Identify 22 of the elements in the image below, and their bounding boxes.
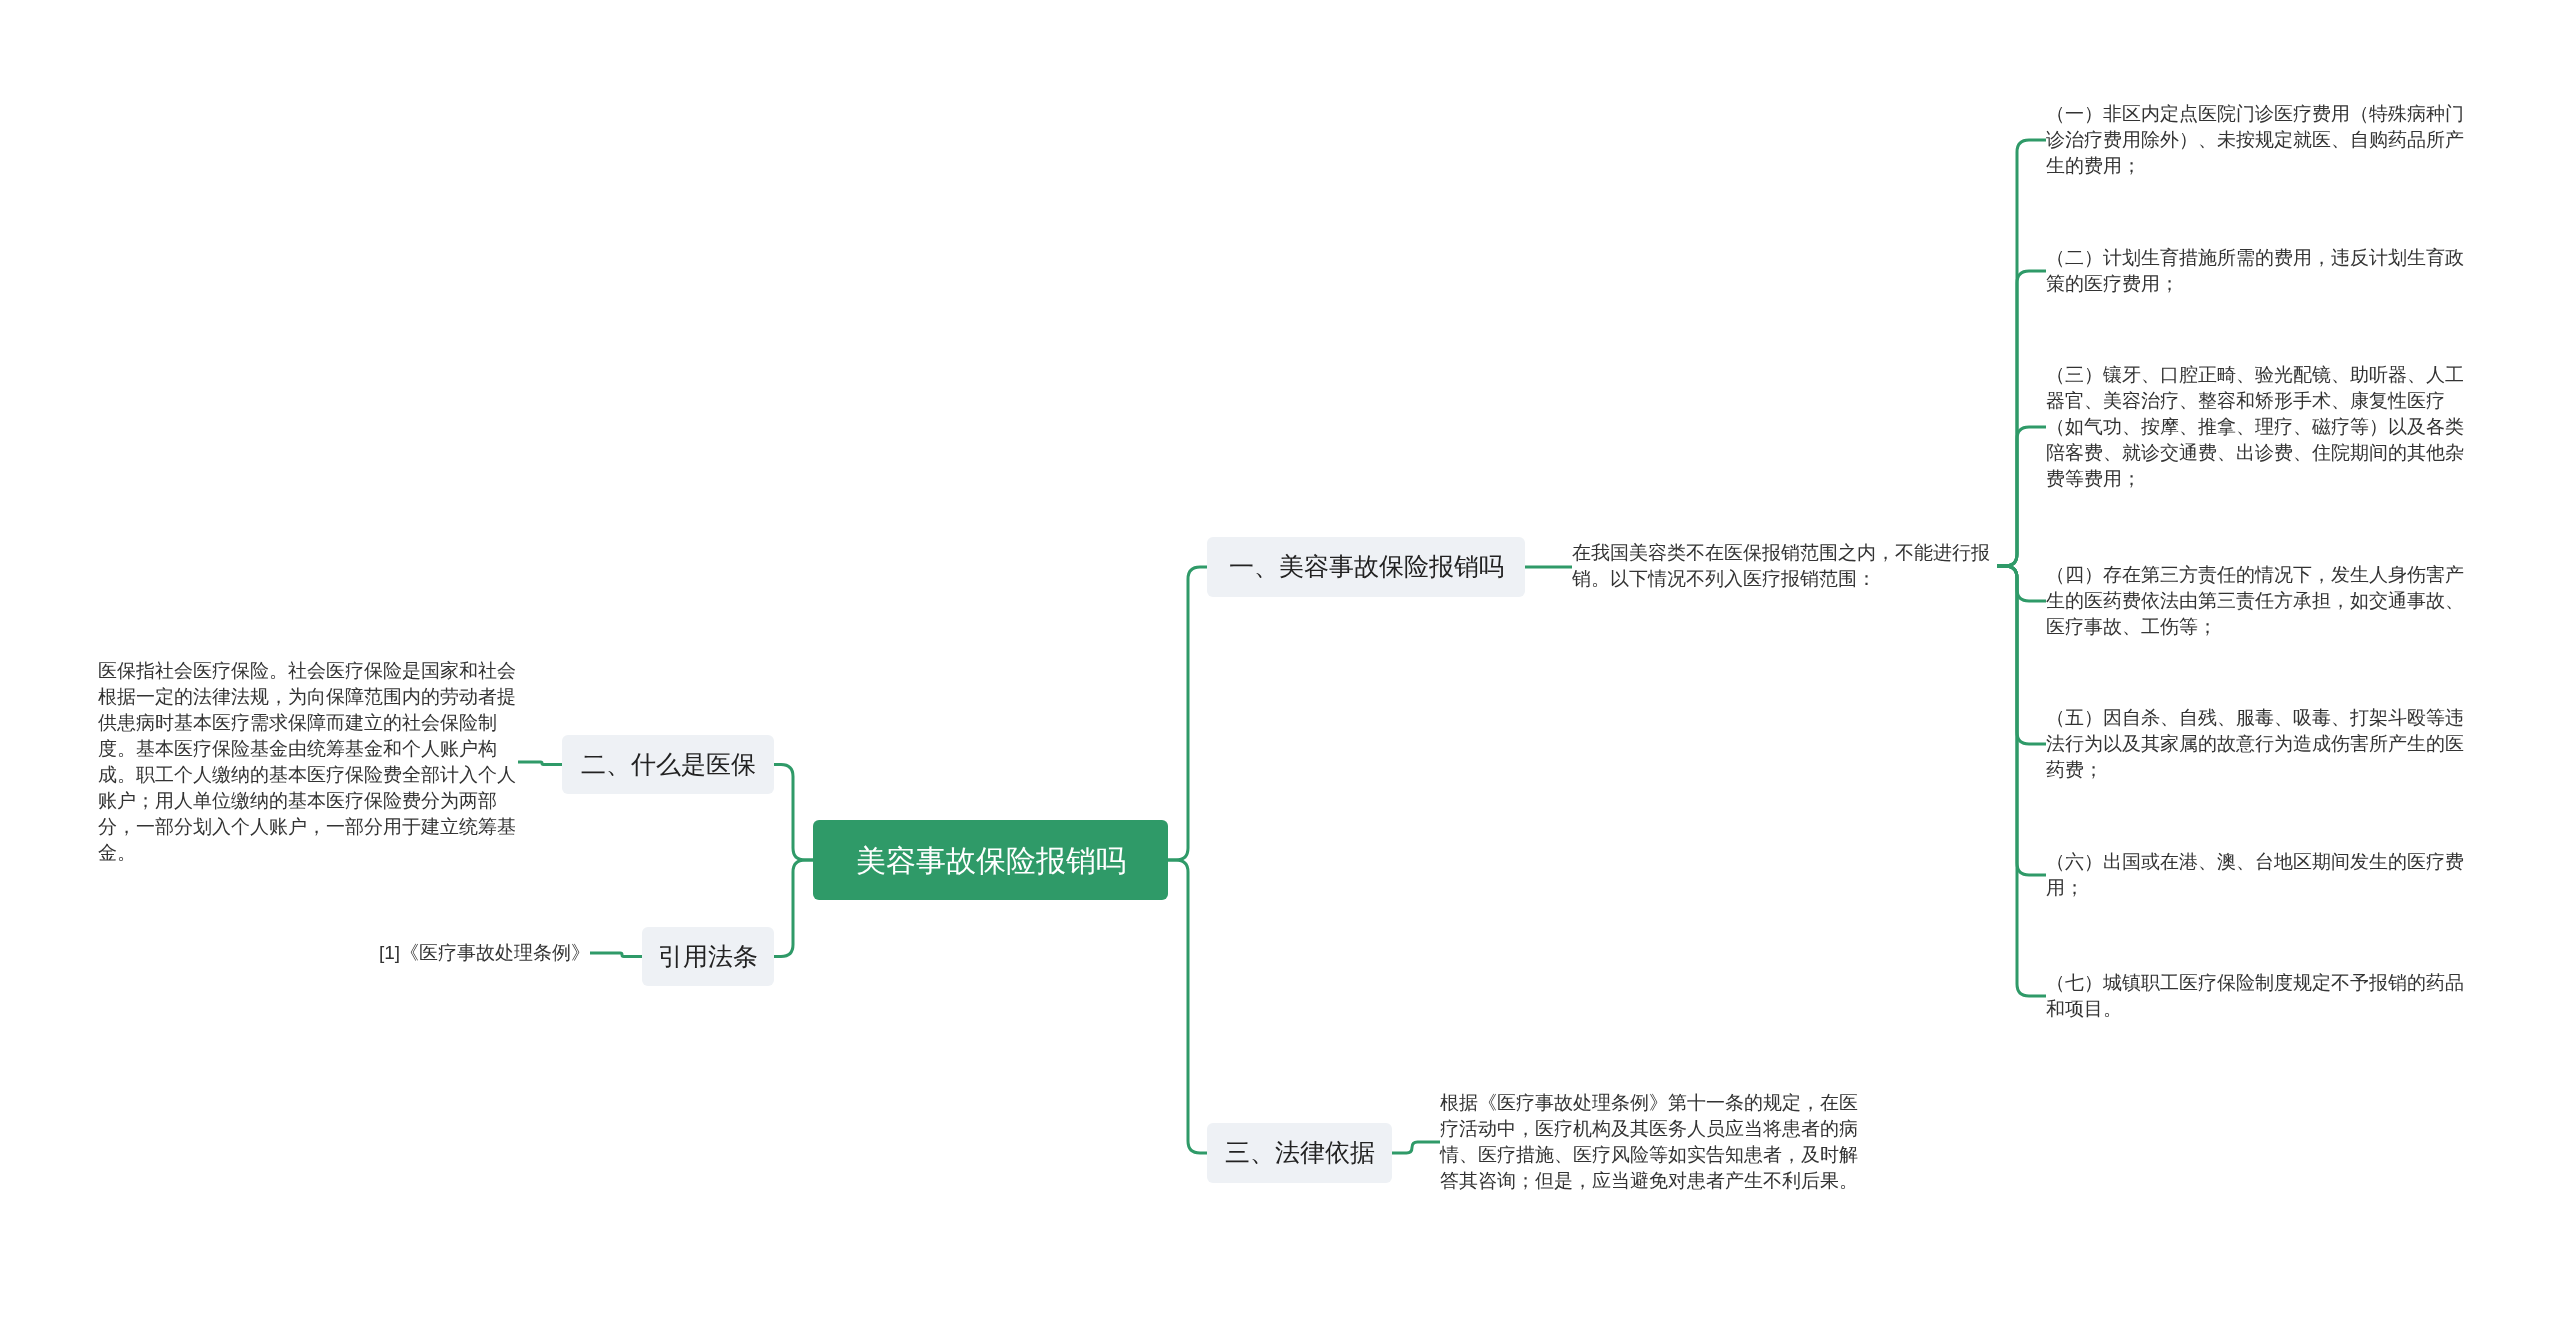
topic-box: 引用法条: [642, 927, 774, 986]
connector-line: [590, 951, 642, 958]
connector-line: [1168, 858, 1207, 1155]
topic-box: 三、法律依据: [1207, 1123, 1392, 1183]
central-topic: 美容事故保险报销吗: [813, 820, 1168, 900]
note-text: 在我国美容类不在医保报销范围之内，不能进行报销。以下情况不列入医疗报销范围：: [1572, 540, 1997, 592]
note-text: （五）因自杀、自残、服毒、吸毒、打架斗殴等违法行为以及其家属的故意行为造成伤害所产生的医药费；: [2046, 705, 2466, 783]
note-text: （二）计划生育措施所需的费用，违反计划生育政策的医疗费用；: [2046, 245, 2466, 297]
note-text: 根据《医疗事故处理条例》第十一条的规定，在医疗活动中，医疗机构及其医务人员应当将患者的病情、医疗措施、医疗风险等如实告知患者，及时解答其咨询；但是，应当避免对患者产生不利后果。: [1440, 1090, 1870, 1194]
connector-line: [1392, 1140, 1440, 1155]
note-text: （一）非区内定点医院门诊医疗费用（特殊病种门诊治疗费用除外）、未按规定就医、自购药品所产生的费用；: [2046, 101, 2466, 179]
connector-line: [518, 760, 562, 766]
note-text: （四）存在第三方责任的情况下，发生人身伤害产生的医药费依法由第三责任方承担，如交通事故、医疗事故、工伤等；: [2046, 562, 2466, 640]
note-text: [1]《医疗事故处理条例》: [340, 940, 590, 966]
note-text: （七）城镇职工医疗保险制度规定不予报销的药品和项目。: [2046, 970, 2466, 1022]
topic-box: 二、什么是医保: [562, 735, 774, 794]
connector-line: [1525, 565, 1572, 569]
connector-line: [774, 858, 813, 958]
note-text: 医保指社会医疗保险。社会医疗保险是国家和社会根据一定的法律法规，为向保障范围内的劳动者提供患病时基本医疗需求保障而建立的社会保险制度。基本医疗保险基金由统筹基金和个人账户构成。职工个人缴纳的基本医疗保险费全部计入个人账户；用人单位缴纳的基本医疗保险费分为两部分，一部分划入个人账户，一部分用于建立统筹基金。: [98, 658, 518, 866]
topic-box: 一、美容事故保险报销吗: [1207, 537, 1525, 597]
note-text: （六）出国或在港、澳、台地区期间发生的医疗费用；: [2046, 849, 2466, 901]
note-text: （三）镶牙、口腔正畸、验光配镜、助听器、人工器官、美容治疗、整容和矫形手术、康复性医疗（如气功、按摩、推拿、理疗、磁疗等）以及各类陪客费、就诊交通费、出诊费、住院期间的其他杂费等费用；: [2046, 362, 2466, 492]
